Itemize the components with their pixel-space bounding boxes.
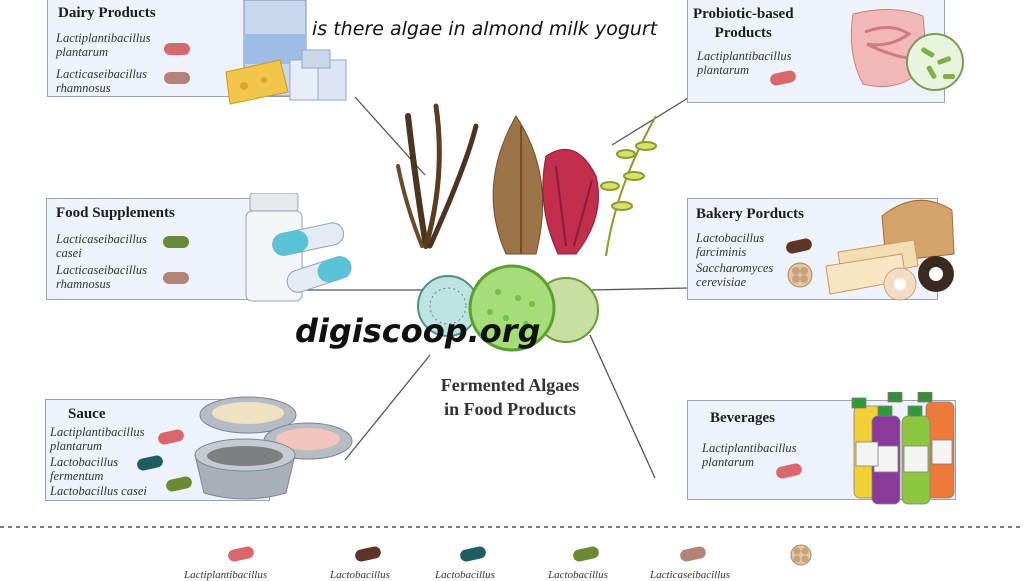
food-supplements-box [46,198,280,300]
sauce-title: Sauce [68,406,106,422]
seaweed-illustration [396,103,657,257]
legend-label-4: Lactobacillus [548,569,608,581]
legend-label-3: Lactobacillus [435,569,495,581]
probiotic-products-title: Probiotic-based Products [693,6,794,41]
legend-label-2: Lactobacillus [330,569,390,581]
microalgae-cells-illustration [417,264,599,352]
casei-pill [163,236,189,248]
beverages-strain-1: Lactiplantibacillus plantarum [702,441,797,469]
bakery-products-title: Bakery Porducts [696,206,804,222]
question-overlay: is there algae in almond milk yogurt [312,18,658,40]
watermark: digiscoop.org [295,312,541,350]
bread-donuts-illustration [825,199,955,301]
legend-yeast-icon [790,544,812,566]
line-beverages [589,334,656,479]
legend-label-5: Lacticaseibacillus [650,569,731,581]
diagram-caption-line-2: in Food Products [444,399,576,419]
dairy-illustration [225,0,347,105]
sauce-strain-1: Lactiplantibacillus plantarum [50,425,145,453]
dairy-strain-1: Lactiplantibacillus plantarum [56,31,151,59]
bakery-strain-1: Lactobacillus farciminis [696,231,765,259]
dairy-products-title: Dairy Products [58,5,156,21]
rhamnosus-pill [163,272,189,284]
yeast-icon [787,262,813,288]
line-sauce [344,354,431,461]
bakery-strain-2: Saccharomyces cerevisiae [696,261,774,289]
juice-bottles-illustration [851,392,955,505]
sauce-strain-2: Lactobacillus fermentum [50,455,119,483]
supplements-strain-2: Lacticaseibacillus rhamnosus [56,263,147,291]
beverages-title: Beverages [710,410,775,426]
plantarum-pill [164,43,190,55]
probiotic-strain-1: Lactiplantibacillus plantarum [697,49,792,77]
capsules-illustration [245,193,352,302]
supplements-strain-1: Lacticaseibacillus casei [56,232,147,260]
gut-microbes-illustration [850,8,964,91]
line-probiotic [611,97,689,146]
diagram-caption-line-1: Fermented Algaes [440,375,580,395]
dairy-strain-2: Lacticaseibacillus rhamnosus [56,67,147,95]
rhamnosus-pill [164,72,190,84]
legend-label-1: Lactiplantibacillus [184,569,268,581]
food-supplements-title: Food Supplements [56,205,175,221]
sauce-strain-3: Lactobacillus casei [50,484,147,498]
sauce-bowls-illustration [194,396,353,500]
line-bakery [589,287,689,291]
